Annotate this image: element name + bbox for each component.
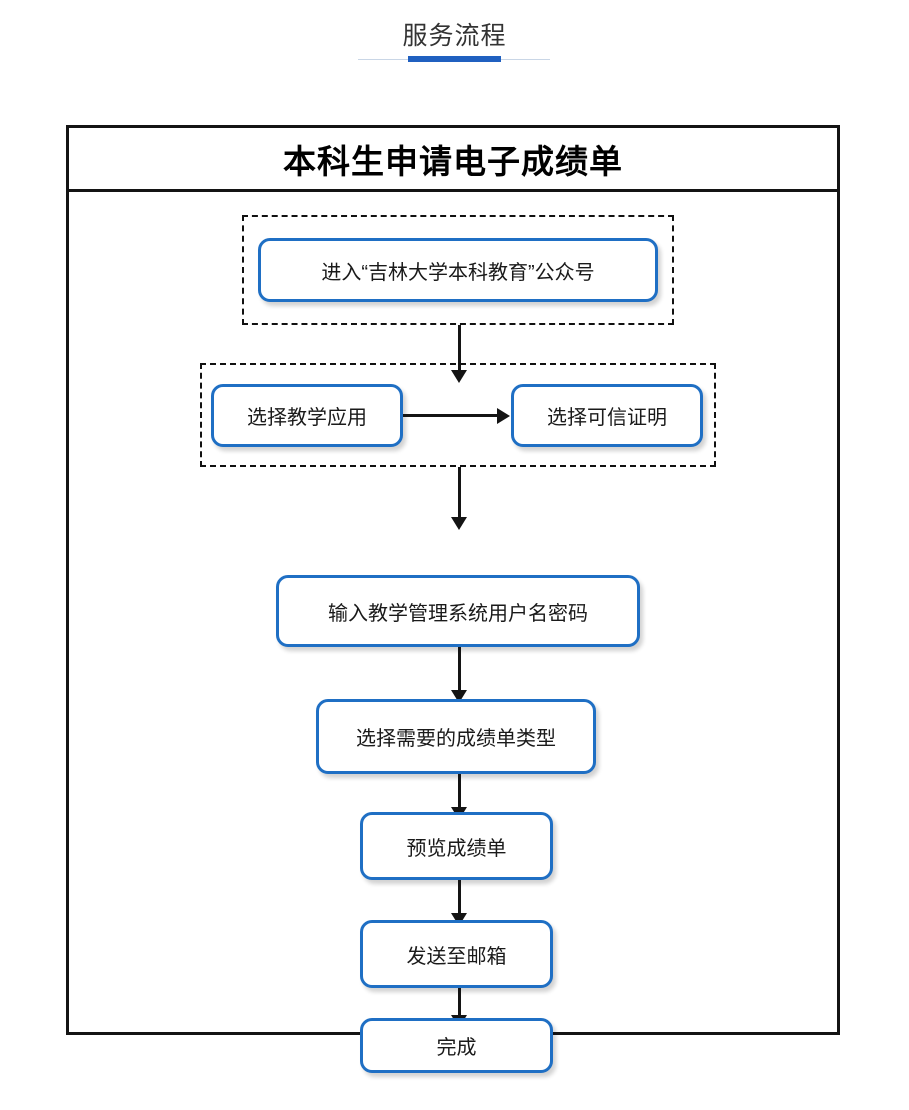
connector-entry-to-apps: [458, 325, 461, 374]
connector-apps-to-login: [458, 467, 461, 521]
node-enter-wechat[interactable]: 进入“吉林大学本科教育”公众号: [258, 238, 658, 302]
connector-email-to-done: [458, 988, 461, 1020]
header-accent-bar: [408, 56, 501, 62]
node-trusted-proof[interactable]: 选择可信证明: [511, 384, 703, 447]
node-preview[interactable]: 预览成绩单: [360, 812, 553, 880]
page-header: 服务流程: [0, 0, 909, 90]
arrow-app-to-proof-icon: [497, 408, 510, 424]
connector-type-to-preview: [458, 774, 461, 812]
connector-preview-to-email: [458, 880, 461, 918]
flowchart-card: 本科生申请电子成绩单 进入“吉林大学本科教育”公众号 选择教学应用 选择可信证明…: [66, 125, 840, 1073]
group-box-apps: [200, 363, 716, 467]
arrow-entry-to-apps-icon: [451, 370, 467, 383]
node-done[interactable]: 完成: [360, 1018, 553, 1073]
node-select-type[interactable]: 选择需要的成绩单类型: [316, 699, 596, 774]
node-send-email[interactable]: 发送至邮箱: [360, 920, 553, 988]
node-teaching-app[interactable]: 选择教学应用: [211, 384, 403, 447]
flowchart-canvas: 进入“吉林大学本科教育”公众号 选择教学应用 选择可信证明 输入教学管理系统用户…: [69, 192, 837, 1073]
connector-app-to-proof: [403, 414, 501, 417]
page-title: 服务流程: [402, 22, 507, 50]
node-login[interactable]: 输入教学管理系统用户名密码: [276, 575, 640, 647]
arrow-apps-to-login-icon: [451, 517, 467, 530]
flowchart-title: 本科生申请电子成绩单: [69, 128, 837, 192]
group-box-entry: [242, 215, 674, 325]
connector-login-to-type: [458, 647, 461, 695]
